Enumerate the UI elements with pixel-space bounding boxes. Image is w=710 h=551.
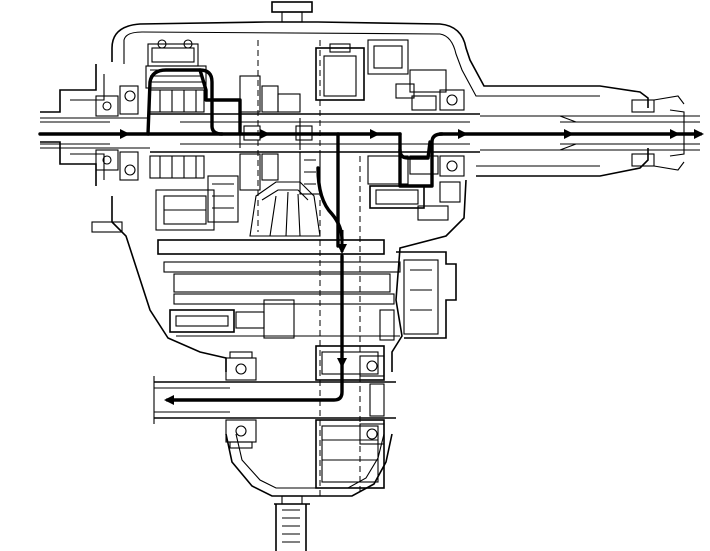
input-shaft [40, 85, 150, 181]
front-output-shaft [153, 345, 396, 489]
planetary-carrier [155, 189, 215, 231]
input-bearing-upper [95, 95, 119, 117]
clutch-hub [239, 75, 321, 237]
centerlines [257, 40, 361, 496]
sump [225, 433, 393, 497]
countershaft [157, 239, 401, 341]
lower-housing [111, 196, 227, 372]
front-bearing-upper [225, 357, 257, 381]
shift-actuator [396, 251, 457, 339]
housing-outline [40, 1, 649, 551]
flow-arrows [100, 129, 704, 405]
filler-cap [271, 1, 313, 13]
driven-sprocket [315, 345, 385, 381]
drive-sprocket [315, 39, 465, 221]
output-bearing-lower [439, 155, 465, 177]
mainshaft [150, 113, 480, 153]
flow-front-output [166, 360, 344, 402]
upper-housing [111, 21, 649, 108]
output-bearing-upper [439, 89, 465, 111]
flow-range-gear-loop [146, 68, 224, 136]
power-flow [38, 68, 702, 402]
front-bearing-lower [225, 419, 257, 443]
input-bearing-lower [95, 149, 119, 171]
rear-output-shaft [480, 95, 700, 171]
drain-plug [281, 495, 303, 505]
